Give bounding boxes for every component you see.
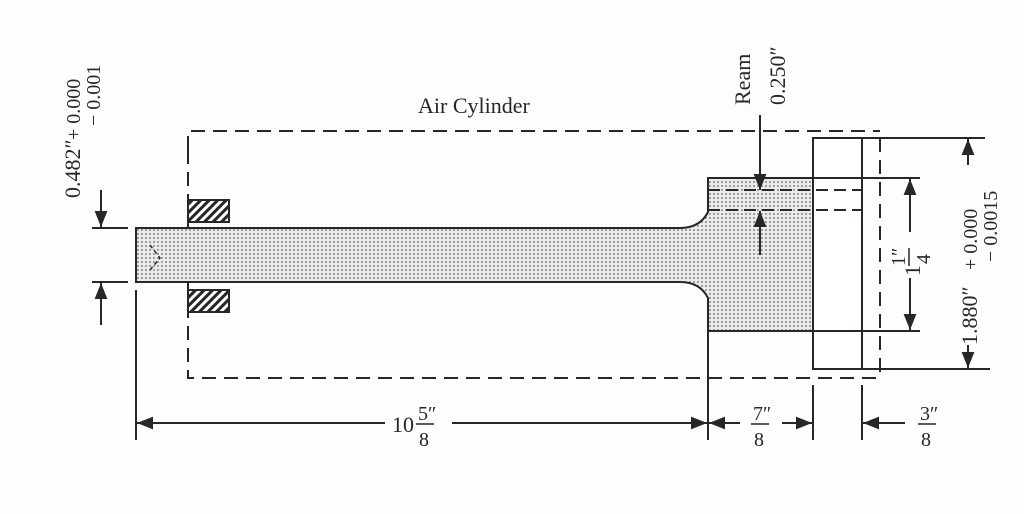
flange xyxy=(812,137,863,370)
ream-hole xyxy=(708,189,862,211)
shaft-diameter: 0.482″ xyxy=(60,139,85,198)
length-whole: 10 xyxy=(392,412,414,437)
hub-len-den: 8 xyxy=(754,429,764,451)
seal-top xyxy=(187,199,230,223)
hub-dia-whole: 1 xyxy=(900,265,925,276)
length-den: 8 xyxy=(419,429,429,451)
ream-label: Ream xyxy=(730,54,755,105)
flange-tol-plus: + 0.000 xyxy=(960,209,982,270)
flange-dim-lines xyxy=(813,137,990,370)
flange-len-den: 8 xyxy=(921,429,931,451)
length-num: 5″ xyxy=(418,403,436,425)
hub-len-num: 7″ xyxy=(753,403,771,425)
hub-dia-den: 4 xyxy=(913,254,935,264)
cylinder-outline xyxy=(187,130,881,379)
rod-end-center xyxy=(149,244,161,271)
hub-dia-num: 1″ xyxy=(888,248,910,266)
extension-lines xyxy=(135,290,863,440)
flange-len-num: 3″ xyxy=(920,403,938,425)
shaft-tol-minus: − 0.001 xyxy=(83,65,105,126)
shaft-dim-lines xyxy=(92,227,128,283)
piston-rod xyxy=(135,177,814,332)
flange-tol-minus: − 0.0015 xyxy=(980,191,1002,262)
shaft-tol-plus: + 0.000 xyxy=(63,79,85,140)
ream-diameter: 0.250″ xyxy=(765,46,790,105)
air-cylinder-label: Air Cylinder xyxy=(418,93,530,118)
seal-bottom xyxy=(187,289,230,313)
flange-diameter: 1.880″ xyxy=(957,286,982,345)
